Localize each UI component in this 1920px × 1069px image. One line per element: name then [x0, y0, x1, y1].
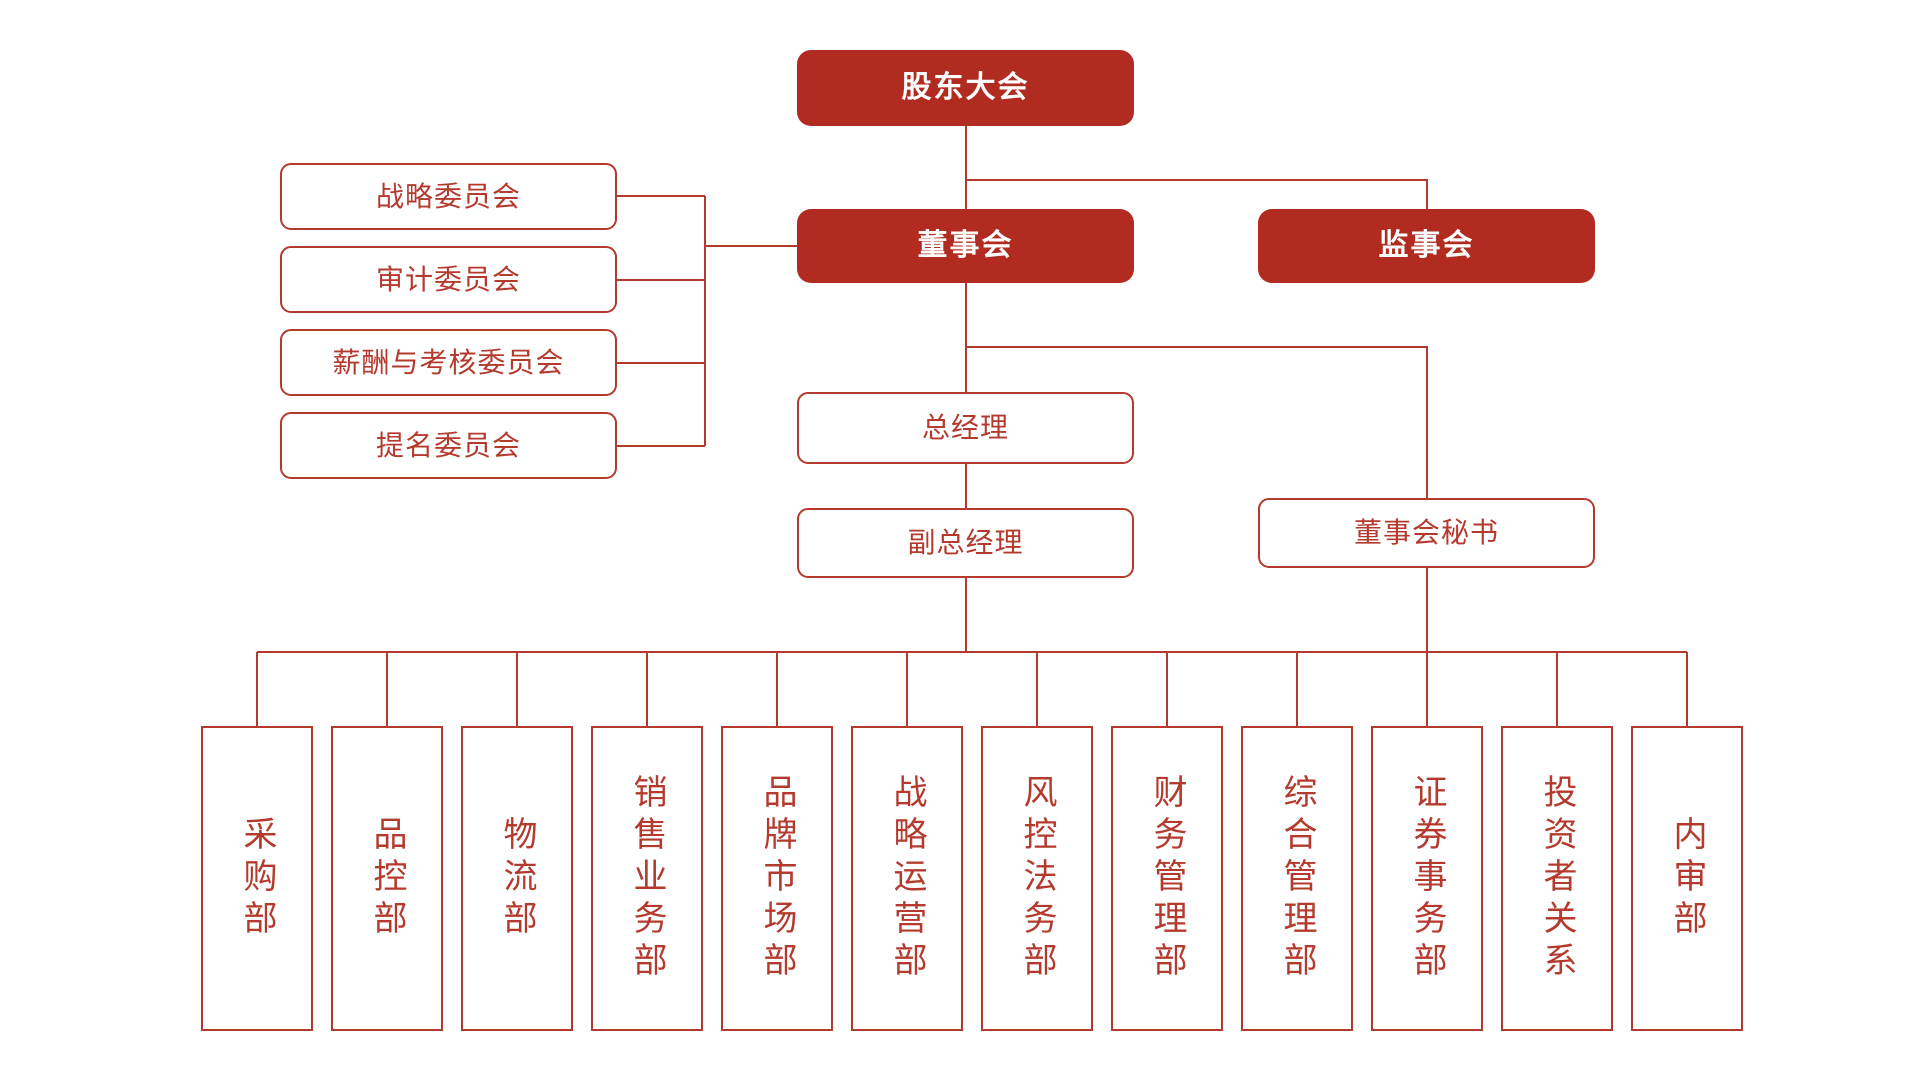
dept-internal-audit: 内审部 [1631, 726, 1743, 1031]
connector-board-to-secretary [966, 346, 1428, 498]
node-shareholders-meeting: 股东大会 [797, 50, 1134, 126]
node-deputy-general-manager: 副总经理 [797, 508, 1134, 578]
node-board-of-directors: 董事会 [797, 209, 1134, 283]
dept-quality-control: 品控部 [331, 726, 443, 1031]
node-general-manager: 总经理 [797, 392, 1134, 464]
connector-department-drops [256, 652, 1688, 726]
dept-financial-management: 财务管理部 [1111, 726, 1223, 1031]
node-board-secretary: 董事会秘书 [1258, 498, 1595, 568]
dept-procurement: 采购部 [201, 726, 313, 1031]
node-audit-committee: 审计委员会 [280, 246, 617, 313]
node-supervisory-board: 监事会 [1258, 209, 1595, 283]
dept-general-management: 综合管理部 [1241, 726, 1353, 1031]
dept-brand-marketing: 品牌市场部 [721, 726, 833, 1031]
dept-strategic-operations: 战略运营部 [851, 726, 963, 1031]
dept-logistics: 物流部 [461, 726, 573, 1031]
dept-sales-business: 销售业务部 [591, 726, 703, 1031]
node-compensation-assessment-committee: 薪酬与考核委员会 [280, 329, 617, 396]
node-strategy-committee: 战略委员会 [280, 163, 617, 230]
connector-shareholders-to-supervisory [966, 179, 1428, 209]
node-nomination-committee: 提名委员会 [280, 412, 617, 479]
dept-risk-control-legal: 风控法务部 [981, 726, 1093, 1031]
dept-securities-affairs: 证券事务部 [1371, 726, 1483, 1031]
dept-investor-relations: 投资者关系 [1501, 726, 1613, 1031]
